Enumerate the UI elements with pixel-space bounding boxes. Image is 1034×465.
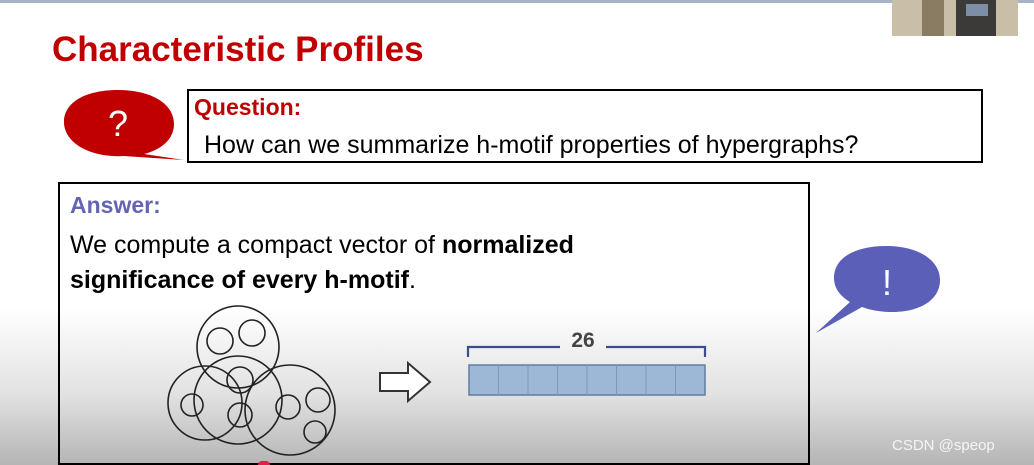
hyperedge-bottom-right (244, 364, 336, 456)
top-divider (0, 0, 1034, 3)
node (206, 327, 234, 355)
question-box: Question: How can we summarize h-motif p… (187, 89, 983, 163)
webcam-door (922, 0, 944, 36)
vector-cell-dividers (498, 365, 676, 395)
node (305, 387, 331, 413)
vector-bracket (466, 345, 707, 357)
answer-line2-bold: significance of every h-motif (70, 266, 409, 294)
exclamation-glyph: ! (882, 262, 892, 303)
node (180, 393, 204, 417)
node (226, 366, 254, 394)
node (238, 319, 266, 347)
video-progress-marker (258, 461, 270, 465)
answer-text: We compute a compact vector of normalize… (70, 228, 574, 298)
watermark: CSDN @speop (892, 437, 995, 454)
hypergraph-to-vector-diagram: 26 (167, 305, 707, 456)
webcam-background-wall (892, 0, 1018, 36)
right-arrow-icon (379, 360, 432, 404)
answer-line1-bold: normalized (441, 231, 574, 259)
node (303, 420, 327, 444)
exclamation-bubble-icon: ! (816, 246, 940, 333)
node (227, 402, 253, 428)
answer-line2-end: . (408, 266, 416, 294)
question-label: Question: (194, 94, 302, 120)
hyperedge-center (193, 355, 283, 445)
node (275, 394, 301, 420)
answer-label: Answer: (70, 192, 161, 218)
slide-title: Characteristic Profiles (52, 30, 424, 69)
hyperedge-top (196, 305, 280, 389)
question-text: How can we summarize h-motif properties … (204, 131, 859, 159)
answer-box: Answer: We compute a compact vector of n… (58, 182, 810, 465)
question-mark-glyph: ? (108, 103, 128, 144)
answer-line1-plain: We compute a compact vector of (70, 231, 442, 259)
question-bubble-icon: ? (64, 90, 184, 160)
presenter-webcam-thumbnail (892, 0, 1018, 36)
vector-length-label: 26 (571, 329, 594, 352)
webcam-screen (966, 4, 988, 16)
